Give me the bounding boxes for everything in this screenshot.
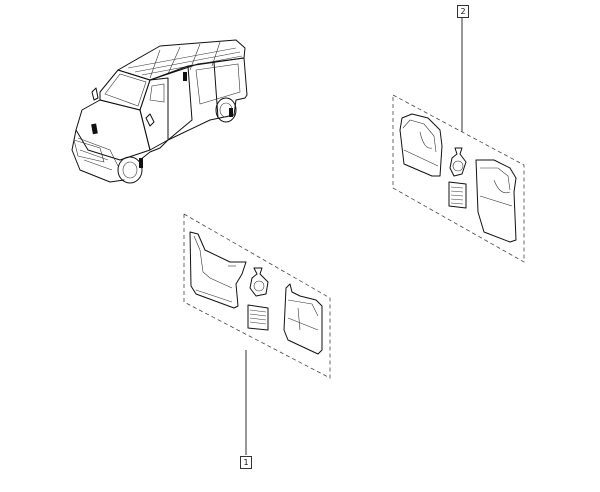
kit-2-boundary	[392, 94, 525, 263]
fixing-bag-icon	[249, 267, 269, 297]
mud-flap-left-icon	[189, 231, 247, 309]
callout-2[interactable]: 2	[457, 5, 469, 18]
mud-flap-right-icon	[475, 159, 517, 243]
kit-1-group	[183, 213, 331, 379]
mud-flap-left-icon	[399, 113, 443, 177]
mud-flap-right-icon	[283, 283, 323, 355]
van-illustration	[71, 39, 248, 184]
kit-2-group	[392, 94, 525, 263]
fixing-bag-icon	[449, 147, 467, 177]
instruction-leaflet-icon	[247, 304, 269, 331]
instruction-leaflet-icon	[448, 181, 467, 209]
callout-1[interactable]: 1	[240, 456, 252, 469]
kit-1-boundary	[183, 213, 331, 379]
